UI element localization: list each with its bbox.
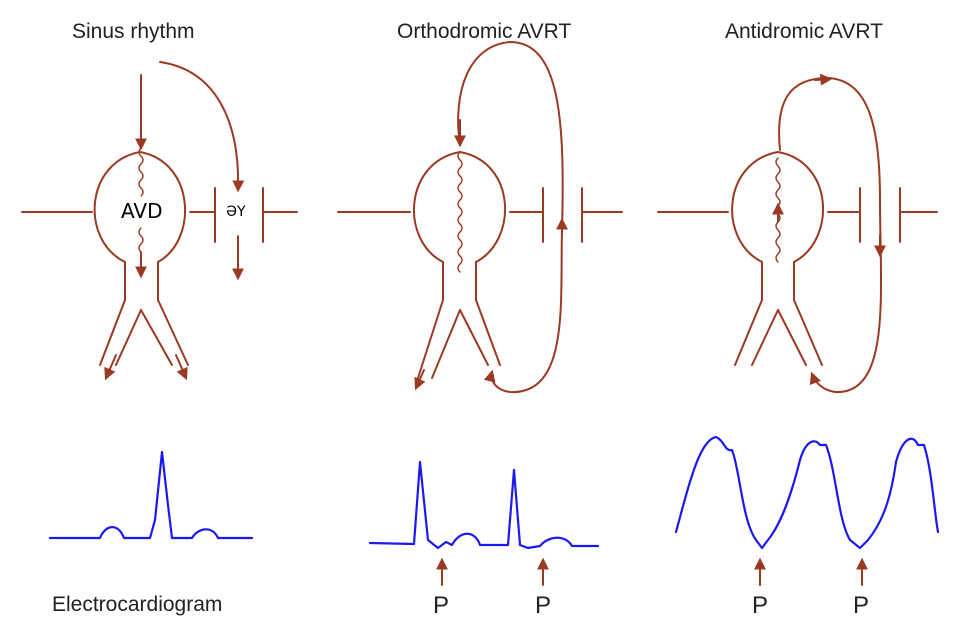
p-wave-arrows bbox=[436, 557, 868, 586]
sinus-av-node bbox=[93, 151, 187, 263]
ecg-orthodromic-trace bbox=[368, 460, 600, 550]
p-label-antidromic-2: P bbox=[853, 592, 870, 619]
sinus-heart-schematic bbox=[21, 61, 298, 381]
ecg-sinus-trace bbox=[48, 450, 254, 540]
p-label-antidromic-1: P bbox=[752, 592, 769, 619]
ecg-caption: Electrocardiogram bbox=[52, 593, 223, 616]
orthodromic-heart-schematic bbox=[337, 41, 623, 394]
title-antidromic-avrt: Antidromic AVRT bbox=[725, 20, 883, 43]
avd-label: AVD bbox=[121, 199, 163, 223]
sinus-pathway-arrow bbox=[159, 61, 245, 193]
title-sinus-rhythm: Sinus rhythm bbox=[72, 20, 195, 43]
antidromic-heart-schematic bbox=[657, 73, 938, 394]
p-label-orthodromic-1: P bbox=[433, 592, 450, 619]
ecg-antidromic-trace bbox=[674, 435, 940, 550]
p-label-orthodromic-2: P bbox=[535, 592, 552, 619]
pathway-label: ƏY bbox=[226, 204, 246, 220]
antidromic-av-node bbox=[731, 151, 824, 263]
orthodromic-reentry-loop bbox=[457, 41, 564, 394]
antidromic-reentry-loop bbox=[778, 77, 883, 394]
title-orthodromic-avrt: Orthodromic AVRT bbox=[397, 20, 572, 43]
